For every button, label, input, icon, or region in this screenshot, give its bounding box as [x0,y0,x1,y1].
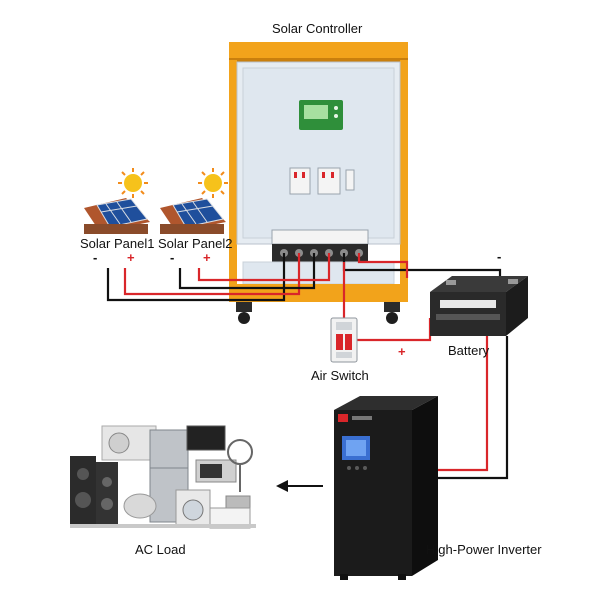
controller-to-battery-positive-wire [357,253,409,278]
solar-panel-icon [160,198,226,234]
inverter-icon [334,396,438,580]
solar-panel-2-label: Solar Panel2 [158,236,233,251]
solar-controller-icon [229,42,408,324]
panel1-plus-mark: + [127,250,135,265]
sun-icon [198,168,228,198]
solar-panel-1 [84,168,150,234]
battery-to-inverter-positive-wire [438,336,489,472]
panel2-plus-mark: + [203,250,211,265]
panel2-negative-wire [178,253,316,290]
air-switch-label: Air Switch [311,368,369,383]
battery-icon [430,276,528,336]
battery-plus-mark: + [398,344,406,359]
panel2-positive-wire [197,253,331,282]
panel1-minus-mark: - [93,250,98,265]
battery-minus-mark: - [497,249,502,264]
ac-load-label: AC Load [135,542,186,557]
solar-panel-2 [160,168,228,234]
solar-controller-label: Solar Controller [272,21,363,36]
sun-icon [118,168,148,198]
air-switch-icon [330,317,358,363]
inverter-label: High-Power Inverter [426,542,542,557]
panel1-negative-wire [106,253,286,302]
panel2-minus-mark: - [170,250,175,265]
solar-panel-1-label: Solar Panel1 [80,236,155,251]
panel1-positive-wire [123,253,301,296]
arrow-left-icon [276,480,323,492]
battery-label: Battery [448,343,490,358]
battery-to-inverter-negative-wire [438,336,509,480]
appliances-icon [70,425,256,529]
solar-panel-icon [84,198,150,234]
